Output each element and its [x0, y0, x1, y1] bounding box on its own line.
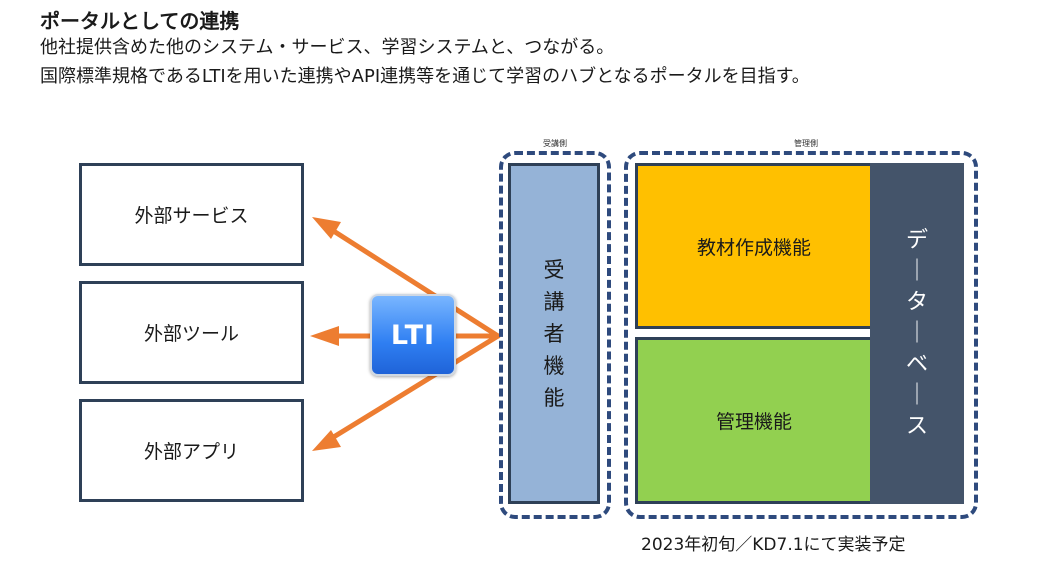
material-creation-box: 教材作成機能: [635, 163, 873, 329]
arrowhead-tools: [310, 326, 339, 346]
admin-side-caption: 管理側: [788, 138, 824, 149]
external-apps-box: 外部アプリ: [79, 399, 304, 502]
external-apps-label: 外部アプリ: [143, 441, 239, 463]
learner-side-group: [499, 151, 611, 519]
lti-badge-icon: LTI: [370, 294, 456, 376]
page-title: ポータルとしての連携: [40, 9, 240, 33]
arrowhead-apps: [312, 430, 341, 451]
arrow-to-apps: [329, 333, 501, 441]
database-label: デ ｜ タ ｜ ベ ｜ ス: [905, 228, 928, 439]
learner-side-caption: 受講側: [537, 138, 573, 149]
external-tools-label: 外部ツール: [143, 323, 239, 345]
external-services-box: 外部サービス: [79, 163, 304, 266]
description-line-2: 国際標準規格であるLTIを用いた連携やAPI連携等を通じて学習のハブとなるポータ…: [40, 66, 810, 87]
database-box: デ ｜ タ ｜ ベ ｜ ス: [870, 163, 964, 504]
material-creation-label: 教材作成機能: [696, 236, 811, 259]
external-services-label: 外部サービス: [134, 205, 249, 227]
admin-side-group: [624, 151, 978, 519]
description-line-1: 他社提供含めた他のシステム・サービス、学習システムと、つながる。: [40, 37, 615, 58]
lti-label: LTI: [390, 319, 436, 351]
management-function-box: 管理機能: [635, 337, 873, 504]
learner-function-label: 受 講 者 機 能: [543, 257, 565, 410]
arrowhead-services: [312, 217, 341, 239]
release-note: 2023年初旬／KD7.1にて実装予定: [641, 535, 906, 555]
management-function-label: 管理機能: [715, 411, 792, 433]
learner-function-box: 受 講 者 機 能: [508, 163, 600, 504]
arrow-to-services: [329, 227, 501, 339]
external-tools-box: 外部ツール: [79, 281, 304, 384]
